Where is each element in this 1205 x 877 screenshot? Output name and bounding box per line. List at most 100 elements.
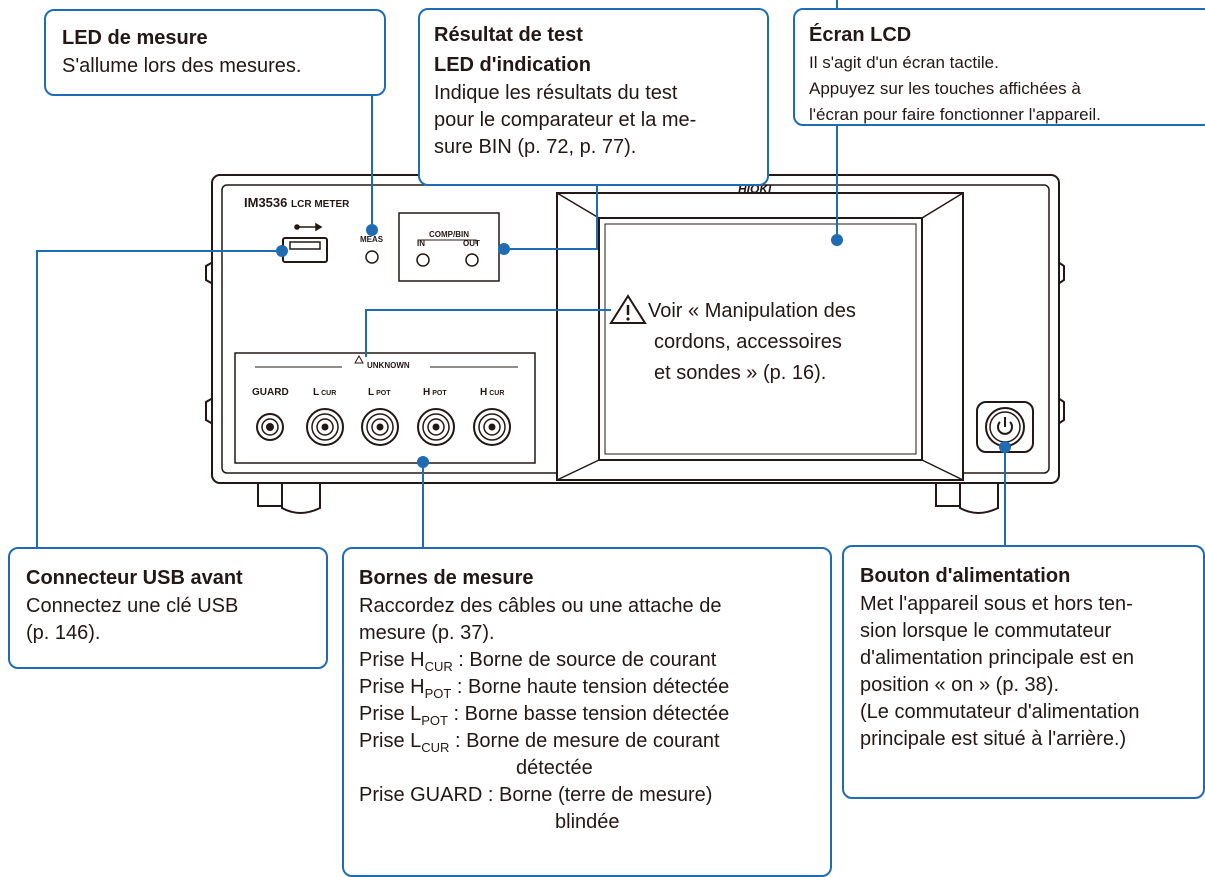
jack-sub: POT bbox=[421, 713, 448, 728]
callout-bornes: Bornes de mesure Raccordez des câbles ou… bbox=[342, 547, 832, 877]
jack-row-cont: détectée bbox=[516, 757, 593, 779]
terminal-sub: POT bbox=[376, 390, 391, 397]
jack-desc: : Borne de source de courant bbox=[452, 649, 717, 671]
usb-port bbox=[282, 237, 328, 263]
warning-icon bbox=[609, 294, 647, 324]
terminal-main: H bbox=[480, 387, 488, 398]
comp-bin-label: COMP/BIN bbox=[428, 230, 470, 239]
guard-row: Prise GUARD : Borne (terre de mesure) bbox=[359, 784, 713, 806]
warning-line: cordons, accessoires bbox=[654, 331, 842, 353]
jack-row: Prise HCUR : Borne de source de courant bbox=[359, 647, 815, 674]
jack-prefix: Prise L bbox=[359, 703, 422, 725]
in-led bbox=[416, 253, 430, 267]
callout-title: LED d'indication bbox=[434, 54, 591, 76]
jack-desc: : Borne de mesure de courant bbox=[449, 730, 720, 752]
guard-row-cont: blindée bbox=[555, 811, 620, 833]
callout-title: Bornes de mesure bbox=[359, 567, 534, 589]
jack-prefix: Prise H bbox=[359, 649, 425, 671]
leader-usb-h bbox=[36, 250, 283, 252]
power-symbol-icon bbox=[997, 417, 1013, 435]
callout-led-mesure: LED de mesure S'allume lors des mesures. bbox=[44, 9, 386, 96]
callout-line: d'alimentation principale est en bbox=[860, 647, 1134, 669]
lcd-bezel bbox=[556, 192, 964, 481]
terminal-main: H bbox=[423, 387, 431, 398]
jack-row: Prise HPOT : Borne haute tension détecté… bbox=[359, 674, 815, 701]
usb-symbol-icon bbox=[294, 222, 323, 232]
jack-prefix: Prise H bbox=[359, 676, 425, 698]
terminal-label-guard: GUARD bbox=[252, 387, 289, 398]
jack-sub: POT bbox=[424, 686, 452, 701]
callout-line: Appuyez sur les touches affichées à bbox=[809, 79, 1081, 98]
callout-line: sion lorsque le commutateur bbox=[860, 620, 1112, 642]
out-led bbox=[465, 253, 479, 267]
leader-dot bbox=[417, 456, 429, 468]
leader-ecran-top bbox=[836, 0, 838, 10]
leader-warning-h bbox=[365, 309, 611, 311]
callout-line: Raccordez des câbles ou une attache de bbox=[359, 595, 722, 617]
leader-alim bbox=[1004, 446, 1006, 546]
callout-line: pour le comparateur et la me- bbox=[434, 109, 697, 131]
leader-led-mesure bbox=[371, 95, 373, 231]
callout-line: (Le commutateur d'alimentation bbox=[860, 701, 1140, 723]
callout-line: principale est situé à l'arrière.) bbox=[860, 728, 1127, 750]
leader-usb-v bbox=[36, 250, 38, 550]
callout-body: S'allume lors des mesures. bbox=[62, 55, 302, 77]
model-label: IM3536 LCR METER bbox=[244, 195, 349, 210]
leader-resultat bbox=[596, 185, 598, 249]
leader-bornes bbox=[422, 460, 424, 548]
jack-row: Prise LCUR : Borne de mesure de courant bbox=[359, 728, 815, 755]
leader-dot bbox=[366, 224, 378, 236]
jack-desc: : Borne basse tension détectée bbox=[447, 703, 730, 725]
terminal-main: GUARD bbox=[252, 387, 289, 398]
callout-usb: Connecteur USB avant Connectez une clé U… bbox=[8, 547, 328, 669]
callout-resultat: Résultat de test LED d'indication Indiqu… bbox=[418, 8, 769, 186]
leader-warning-v bbox=[365, 309, 367, 357]
callout-title: Connecteur USB avant bbox=[26, 567, 243, 589]
callout-title: Bouton d'alimentation bbox=[860, 565, 1071, 587]
jack-desc: : Borne haute tension détectée bbox=[451, 676, 730, 698]
warning-text: Voir « Manipulation des cordons, accesso… bbox=[648, 296, 856, 389]
callout-line: Il s'agit d'un écran tactile. bbox=[809, 53, 999, 72]
leader-ecran bbox=[836, 125, 838, 240]
callout-line: position « on » (p. 38). bbox=[860, 674, 1060, 696]
callout-title: Résultat de test bbox=[434, 24, 583, 46]
callout-line: (p. 146). bbox=[26, 622, 101, 644]
unknown-label: UNKNOWN bbox=[367, 361, 410, 370]
callout-line: l'écran pour faire fonctionner l'apparei… bbox=[809, 105, 1101, 124]
out-label: OUT bbox=[463, 239, 480, 248]
terminal-main: L bbox=[313, 387, 320, 398]
in-label: IN bbox=[417, 239, 425, 248]
callout-line: Met l'appareil sous et hors ten- bbox=[860, 593, 1133, 615]
jack-row: Prise LPOT : Borne basse tension détecté… bbox=[359, 701, 815, 728]
callout-line: Connectez une clé USB bbox=[26, 595, 239, 617]
callout-line: sure BIN (p. 72, p. 77). bbox=[434, 136, 637, 158]
model-suffix: LCR METER bbox=[291, 199, 350, 210]
comp-bin-panel bbox=[398, 212, 500, 282]
meas-led bbox=[365, 250, 379, 264]
leader-dot bbox=[999, 441, 1011, 453]
callout-alim: Bouton d'alimentation Met l'appareil sou… bbox=[842, 545, 1205, 799]
callout-title: LED de mesure bbox=[62, 27, 208, 49]
guard-jack bbox=[256, 413, 284, 441]
device-feet bbox=[257, 481, 999, 514]
leader-dot bbox=[831, 234, 843, 246]
terminal-sub: CUR bbox=[321, 390, 337, 397]
callout-title: Écran LCD bbox=[809, 24, 912, 46]
terminal-sub: POT bbox=[432, 390, 447, 397]
leader-resultat-h bbox=[505, 248, 598, 250]
jack-sub: CUR bbox=[424, 659, 453, 674]
jack-prefix: Prise L bbox=[359, 730, 422, 752]
jack-sub: CUR bbox=[421, 740, 450, 755]
warning-line: Voir « Manipulation des bbox=[648, 300, 856, 322]
terminal-main: L bbox=[368, 387, 375, 398]
model-number: IM3536 bbox=[244, 195, 288, 210]
warning-line: et sondes » (p. 16). bbox=[654, 362, 827, 384]
leader-dot bbox=[498, 243, 510, 255]
callout-ecran: Écran LCD Il s'agit d'un écran tactile. … bbox=[793, 8, 1205, 126]
leader-dot bbox=[276, 245, 288, 257]
